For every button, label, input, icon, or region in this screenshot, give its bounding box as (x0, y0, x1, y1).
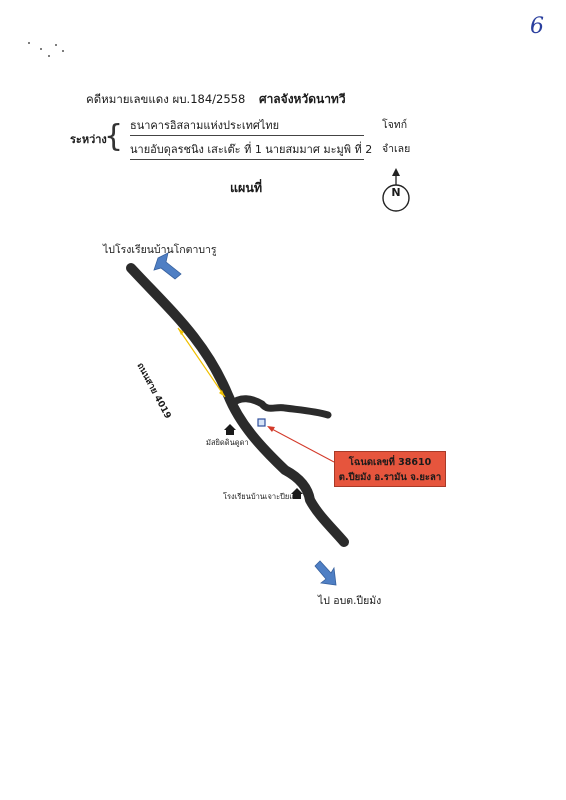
defendant-name: นายอับดุลรชนิง เสะเต๊ะ ที่ 1 นายสมมาศ มะ… (130, 140, 372, 160)
direction-arrow-top-icon (153, 252, 182, 280)
scan-speck (40, 48, 42, 50)
north-label: N (391, 186, 401, 199)
label-to-school-top: ไปโรงเรียนบ้านโกตาบารู (103, 244, 217, 256)
plot-info-box: โฉนดเลขที่ 38610 ต.ปียมัง อ.รามัน จ.ยะลา (334, 451, 446, 487)
mosque-house-icon (224, 424, 236, 435)
plot-marker (257, 418, 266, 427)
plaintiff-name: ธนาคารอิสลามแห่งประเทศไทย (130, 116, 364, 136)
defendant-role: จำเลย (382, 143, 411, 155)
label-school-bottom: โรงเรียนบ้านเจาะปียแม (223, 492, 300, 501)
school-house-icon (291, 488, 303, 499)
page-number: 6 (530, 14, 544, 39)
north-arrow-icon (382, 168, 410, 212)
plot-location: ต.ปียมัง อ.รามัน จ.ยะลา (338, 472, 442, 483)
main-road (126, 263, 349, 547)
between-label: ระหว่าง (70, 133, 107, 146)
road-dimension-line (177, 327, 226, 398)
scan-speck (62, 50, 64, 52)
case-header: คดีหมายเลขแดง ผบ.184/2558 ศาลจังหวัดนาทว… (86, 90, 346, 109)
plaintiff-role: โจทก์ (382, 119, 408, 131)
court-name: ศาลจังหวัดนาทวี (258, 92, 346, 106)
direction-arrow-bottom-icon (314, 560, 337, 586)
plot-pointer-arrow (267, 426, 335, 463)
brace-icon: { (104, 119, 124, 154)
branch-road (228, 395, 332, 419)
label-mosque: มัสยิดดินดูดา (206, 438, 249, 447)
scan-speck (48, 55, 50, 57)
map-title: แผนที่ (230, 180, 263, 195)
scan-speck (55, 44, 57, 46)
label-to-bottom: ไป อบต.ปียมัง (318, 595, 382, 607)
case-number: คดีหมายเลขแดง ผบ.184/2558 (86, 92, 246, 106)
plot-deed-number: โฉนดเลขที่ 38610 (348, 457, 432, 468)
scan-speck (28, 42, 30, 44)
